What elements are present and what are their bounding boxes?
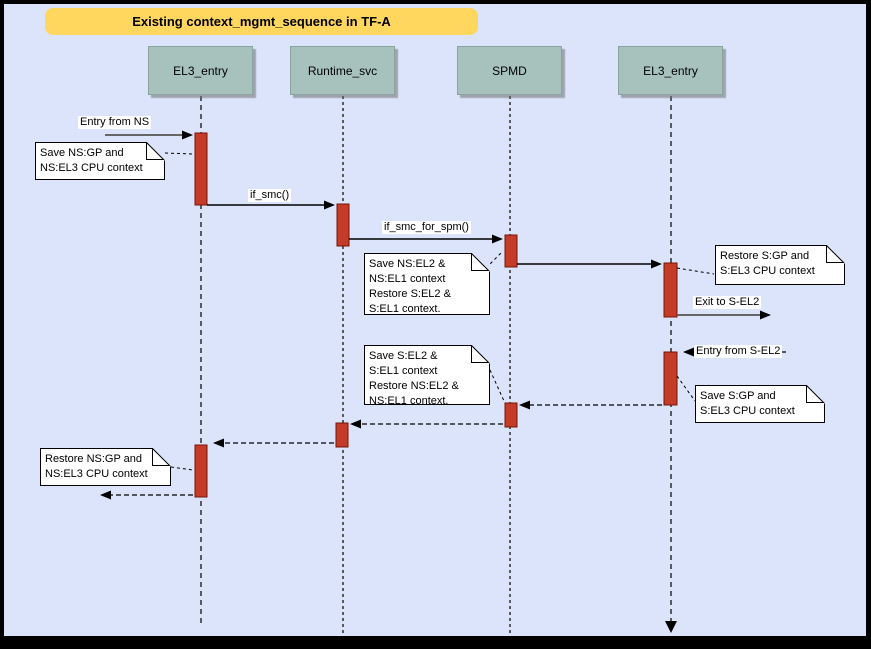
actor-runtime-svc: Runtime_svc <box>290 46 395 95</box>
activation-el3-entry-1a <box>194 132 208 206</box>
activation-runtime-svc-a <box>336 203 350 247</box>
lifeline-end-arrow-icon <box>665 621 677 633</box>
note-line: NS:EL1 context. <box>369 395 449 407</box>
label-if-smc: if_smc() <box>248 189 292 202</box>
note-save-s-el2: Save S:EL2 & S:EL1 context Restore NS:EL… <box>364 345 490 407</box>
actor-spmd: SPMD <box>457 46 562 95</box>
connector-note-6 <box>170 466 194 471</box>
note-line: Save NS:EL2 & <box>369 258 446 270</box>
note-fold-icon <box>152 448 171 467</box>
activation-el3-entry-2a <box>663 262 678 318</box>
note-restore-ns-gp: Restore NS:GP and NS:EL3 CPU context <box>40 448 171 486</box>
note-line: NS:EL3 CPU context <box>40 162 143 174</box>
note-fold-icon <box>826 245 845 264</box>
actor-el3-entry-2: EL3_entry <box>618 46 723 95</box>
note-line: Save S:GP and <box>700 390 776 402</box>
note-line: Restore S:EL2 & <box>369 288 451 300</box>
note-fold-icon <box>806 385 825 404</box>
note-line: S:EL1 context. <box>369 303 441 315</box>
note-save-ns-el2: Save NS:EL2 & NS:EL1 context Restore S:E… <box>364 253 490 315</box>
connector-note-1 <box>164 152 194 155</box>
diagram-lines-layer <box>100 96 786 634</box>
note-fold-icon <box>146 142 165 161</box>
note-line: Save S:EL2 & <box>369 350 438 362</box>
note-line: S:EL3 CPU context <box>720 265 815 277</box>
label-exit-to-s-el2: Exit to S-EL2 <box>693 296 762 309</box>
note-line: Restore NS:EL2 & <box>369 380 459 392</box>
note-fold-icon <box>471 253 490 272</box>
note-fold-icon <box>471 345 490 364</box>
activation-el3-entry-2b <box>663 351 678 406</box>
note-restore-s-gp: Restore S:GP and S:EL3 CPU context <box>715 245 845 285</box>
label-entry-from-ns: Entry from NS <box>78 116 152 129</box>
note-save-s-gp: Save S:GP and S:EL3 CPU context <box>695 385 825 423</box>
connector-note-2 <box>485 250 504 269</box>
note-line: Save NS:GP and <box>40 147 124 159</box>
activation-spmd-b <box>504 402 518 428</box>
sequence-diagram-canvas: Existing context_mgmt_sequence in TF-A E… <box>4 4 866 636</box>
note-line: Restore S:GP and <box>720 250 810 262</box>
activation-spmd-a <box>504 234 518 268</box>
connector-note-3 <box>676 267 715 275</box>
note-line: S:EL3 CPU context <box>700 405 795 417</box>
label-if-smc-for-spm: if_smc_for_spm() <box>382 221 471 234</box>
label-entry-from-s-el2: Entry from S-EL2 <box>694 345 783 358</box>
activation-runtime-svc-b <box>335 422 349 448</box>
note-line: NS:EL1 context <box>369 273 446 285</box>
note-line: NS:EL3 CPU context <box>45 468 148 480</box>
diagram-title: Existing context_mgmt_sequence in TF-A <box>45 8 478 35</box>
note-save-ns-gp: Save NS:GP and NS:EL3 CPU context <box>35 142 165 180</box>
note-line: S:EL1 context <box>369 365 438 377</box>
connector-note-5 <box>676 375 696 402</box>
connector-note-4 <box>489 369 505 402</box>
actor-el3-entry-1: EL3_entry <box>148 46 253 95</box>
note-line: Restore NS:GP and <box>45 453 143 465</box>
activation-el3-entry-1b <box>194 444 208 498</box>
